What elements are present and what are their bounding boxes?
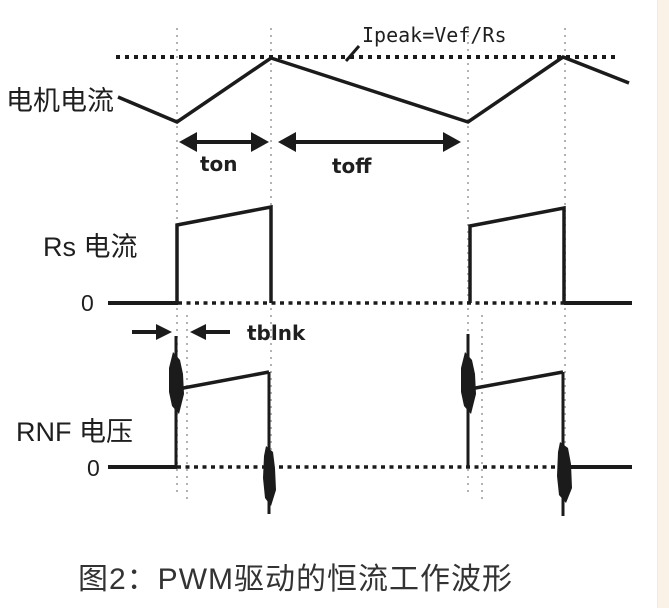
rnf-fall-spike-1 (263, 446, 276, 506)
ipeak-label: Ipeak=Vef/Rs (362, 23, 507, 47)
rnf-pulse-2 (461, 334, 572, 516)
rnf-rise-spike-1 (169, 352, 184, 414)
toff-arrow (278, 132, 461, 152)
motor-current-trace (117, 55, 630, 124)
ton-arrow-right-head (251, 132, 269, 152)
grid-lines (176, 28, 566, 500)
ton-arrow (179, 132, 269, 152)
tblnk-left-point-head (190, 324, 206, 340)
tblnk-right-point-head (156, 324, 172, 340)
rnf-pulse-1 (169, 336, 276, 514)
tblnk-label: tblnk (247, 321, 306, 345)
motor-current-label: 电机电流 (6, 86, 114, 116)
rnf-top-2 (469, 370, 564, 391)
tblnk-arrows (132, 324, 230, 340)
rnf-zero-label: 0 (87, 455, 100, 481)
ton-label: ton (200, 152, 238, 176)
figure-caption: 图2：PWM驱动的恒流工作波形 (78, 563, 513, 596)
rnf-fall-spike-2 (557, 442, 572, 503)
toff-arrow-right-head (443, 132, 461, 152)
ipeak-leader-line (344, 45, 361, 62)
toff-arrow-left-head (278, 132, 296, 152)
rs-pulse-2 (468, 205, 566, 303)
rnf-rise-spike-2 (461, 352, 476, 414)
rnf-voltage-label: RNF 电压 (16, 417, 133, 447)
page-edge-strip (657, 0, 669, 608)
rs-pulse-1 (175, 204, 273, 303)
rnf-top-1 (177, 370, 270, 391)
rs-zero-label: 0 (81, 290, 94, 316)
ton-arrow-left-head (179, 132, 197, 152)
rs-current-label: Rs 电流 (43, 232, 138, 262)
toff-label: toff (332, 154, 372, 178)
